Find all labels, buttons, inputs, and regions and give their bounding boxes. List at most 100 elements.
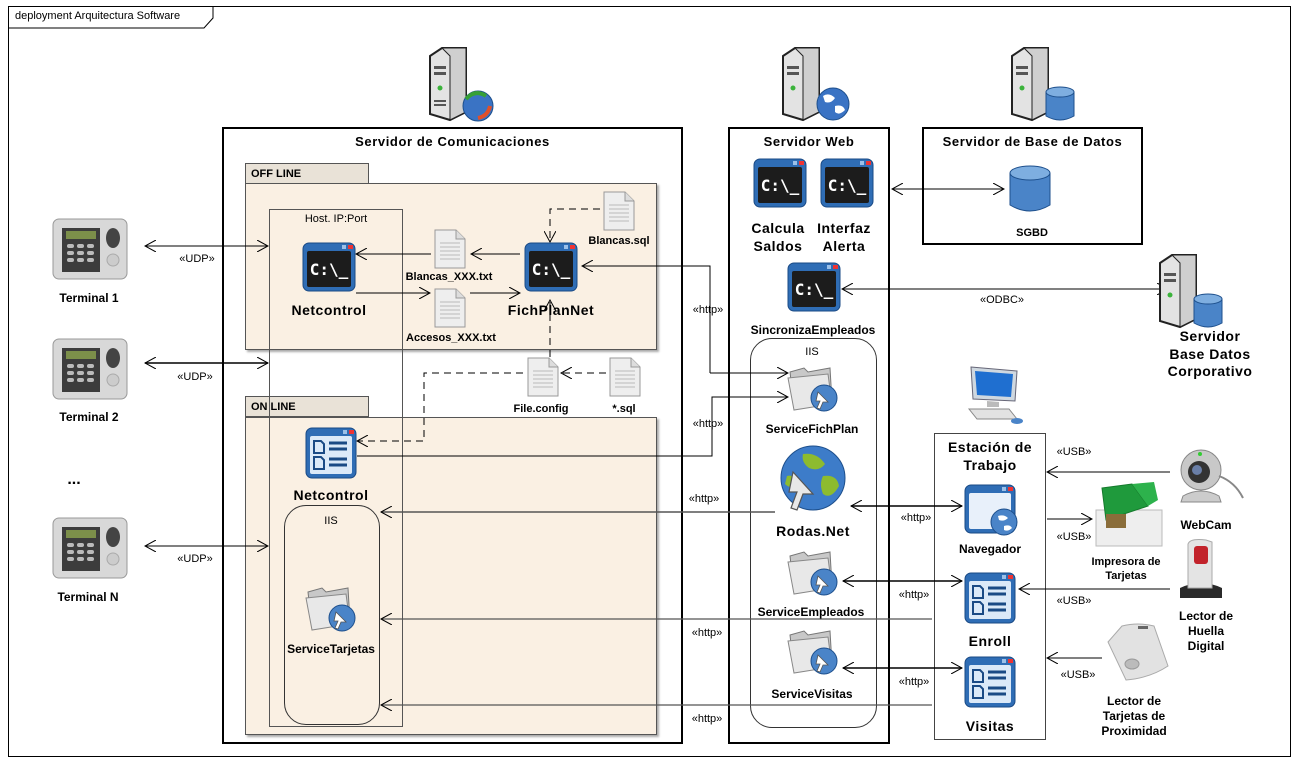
interfaz-alerta-label: Interfaz Alerta (817, 220, 871, 254)
terminal-1-icon[interactable] (52, 218, 128, 280)
file-config-label: File.config (513, 403, 569, 415)
stereotype-udp: «UDP» (177, 553, 213, 565)
form-app-icon[interactable] (964, 656, 1016, 708)
stereotype-usb: «USB» (1056, 595, 1092, 607)
console-app-icon[interactable]: C:\_ (787, 262, 841, 312)
console-app-icon[interactable]: C:\_ (302, 242, 356, 292)
fileconfig-to-netcontrol-online (357, 372, 523, 441)
terminal-2-icon[interactable] (52, 338, 128, 400)
stereotype-http: «http» (691, 713, 723, 725)
fichplannet-label: FichPlanNet (507, 302, 595, 318)
host-box[interactable] (269, 209, 403, 727)
server-database-corporativo-icon (1159, 254, 1223, 329)
stereotype-http: «http» (900, 512, 932, 524)
http-netcontrol-servicefichplan (357, 397, 788, 457)
diagram-frame (8, 6, 1291, 757)
svg-text:C:\_: C:\_ (795, 280, 834, 299)
document-icon[interactable] (609, 357, 641, 397)
sincroniza-empleados-label: SincronizaEmpleados (750, 323, 876, 337)
stereotype-http: «http» (692, 304, 724, 316)
card-printer-icon[interactable] (1092, 480, 1166, 550)
form-app-icon[interactable] (964, 572, 1016, 624)
console-app-icon[interactable]: C:\_ (524, 242, 578, 292)
accesos-txt-label: Accesos_XXX.txt (406, 332, 496, 344)
netcontrol-online-label: Netcontrol (293, 487, 369, 503)
any-sql-label: *.sql (612, 403, 636, 415)
server-exchange-icon (429, 47, 494, 122)
document-icon[interactable] (434, 288, 466, 328)
host-box-label: Host. IP:Port (304, 213, 368, 225)
web-service-folder-icon[interactable] (304, 582, 360, 634)
web-service-folder-icon[interactable] (786, 546, 842, 598)
servidor-corporativo-label: Servidor Base Datos Corporativo (1165, 328, 1255, 381)
http-fichplan-servicefichplan (582, 266, 711, 373)
fingerprint-reader-icon[interactable] (1176, 538, 1226, 600)
browser-app-icon[interactable] (964, 484, 1020, 536)
stereotype-http: «http» (898, 589, 930, 601)
web-service-folder-icon[interactable] (786, 625, 842, 677)
blancas-sql-label: Blancas.sql (588, 235, 650, 247)
console-app-icon[interactable]: C:\_ (753, 158, 807, 208)
terminals-ellipsis: ... (67, 471, 81, 488)
stereotype-odbc: «ODBC» (979, 294, 1025, 306)
visitas-label: Visitas (965, 718, 1015, 734)
iis-label: IIS (324, 515, 338, 527)
svg-text:C:\_: C:\_ (532, 260, 571, 279)
lector-huella-label: Lector de Huella Digital (1178, 609, 1233, 653)
stereotype-http: «http» (688, 493, 720, 505)
stereotype-usb: «USB» (1056, 446, 1092, 458)
lector-proximidad-label: Lector de Tarjetas de Proximidad (1101, 694, 1167, 738)
service-fichplan-label: ServiceFichPlan (765, 422, 859, 436)
node-title: Servidor Web (763, 134, 855, 149)
estacion-title: Estación de Trabajo (947, 439, 1033, 473)
document-icon[interactable] (603, 191, 635, 231)
form-app-icon[interactable] (305, 427, 357, 479)
server-database-icon (1011, 47, 1075, 122)
terminal-n-label: Terminal N (57, 590, 119, 604)
document-icon[interactable] (434, 229, 466, 269)
svg-text:C:\_: C:\_ (828, 176, 867, 195)
webcam-label: WebCam (1180, 518, 1232, 532)
stereotype-udp: «UDP» (177, 371, 213, 383)
stereotype-http: «http» (898, 676, 930, 688)
stereotype-http: «http» (692, 418, 724, 430)
svg-text:C:\_: C:\_ (761, 176, 800, 195)
calcula-saldos-label: Calcula Saldos (751, 220, 805, 254)
stereotype-usb: «USB» (1056, 531, 1092, 543)
stereotype-http: «http» (691, 627, 723, 639)
webcam-icon[interactable] (1175, 446, 1247, 508)
database-icon[interactable] (1008, 165, 1052, 215)
document-icon[interactable] (527, 357, 559, 397)
iis-label: IIS (805, 346, 819, 358)
blancas-txt-label: Blancas_XXX.txt (405, 271, 493, 283)
sgbd-label: SGBD (1016, 227, 1048, 239)
svg-text:C:\_: C:\_ (310, 260, 349, 279)
proximity-reader-icon[interactable] (1104, 622, 1172, 684)
service-visitas-label: ServiceVisitas (771, 687, 853, 701)
terminal-n-icon[interactable] (52, 517, 128, 579)
service-empleados-label: ServiceEmpleados (757, 605, 865, 619)
terminal-2-label: Terminal 2 (59, 410, 119, 424)
stereotype-usb: «USB» (1060, 669, 1096, 681)
node-title: Servidor de Base de Datos (942, 134, 1123, 149)
frame-title-tab (8, 6, 214, 29)
terminal-1-label: Terminal 1 (59, 291, 119, 305)
package-tab-online: ON LINE (245, 396, 369, 417)
rodas-net-label: Rodas.Net (776, 523, 850, 539)
frame-title: deployment Arquitectura Software (15, 10, 181, 22)
console-app-icon[interactable]: C:\_ (820, 158, 874, 208)
netcontrol-offline-label: Netcontrol (291, 302, 367, 318)
iis-box-comunicaciones[interactable] (284, 505, 380, 725)
navegador-label: Navegador (958, 542, 1022, 556)
node-title: Servidor de Comunicaciones (355, 134, 550, 149)
web-service-folder-icon[interactable] (786, 362, 842, 414)
service-tarjetas-label: ServiceTarjetas (287, 642, 375, 656)
impresora-label: Impresora de Tarjetas (1091, 556, 1161, 582)
iis-box-web[interactable] (750, 338, 877, 728)
workstation-computer-icon (967, 366, 1023, 424)
server-web-icon (782, 47, 850, 122)
globe-cursor-icon[interactable] (773, 442, 849, 518)
servidor-corporativo-text: Servidor Base Datos Corporativo (1167, 328, 1253, 379)
enroll-label: Enroll (968, 633, 1012, 649)
